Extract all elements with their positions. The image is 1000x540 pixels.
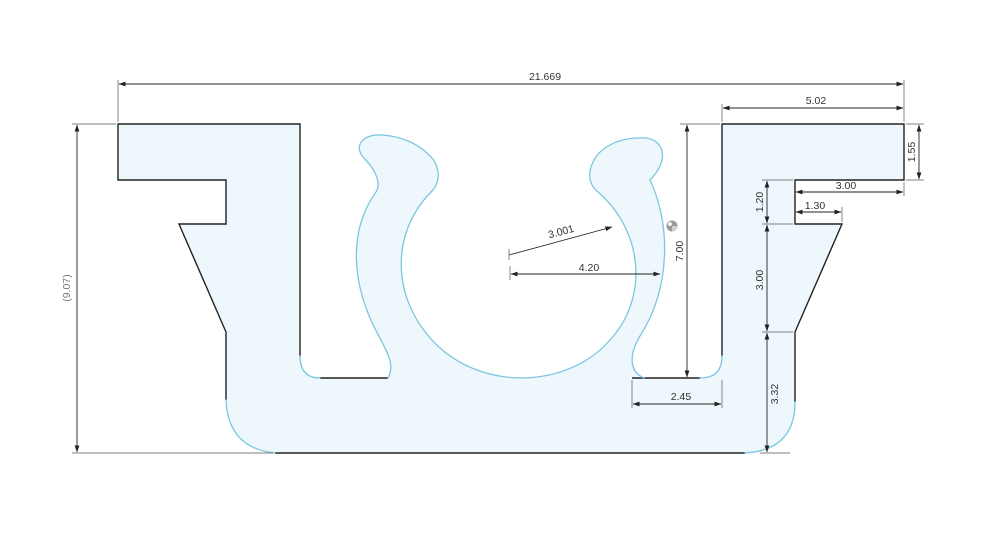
- dim-top-right-flange[interactable]: 1.55: [906, 123, 924, 181]
- dim-overall-width-label: 21.669: [529, 71, 561, 83]
- right-inner-fillet: [699, 355, 723, 379]
- extrusion-profile: [117, 123, 905, 454]
- dim-overall-height[interactable]: (9.07): [61, 123, 273, 454]
- left-inner-fillet: [299, 355, 321, 379]
- dim-notch-width[interactable]: 1.30: [795, 200, 843, 222]
- bottom-left-fillet: [225, 399, 276, 454]
- dim-radius-label: 3.001: [547, 223, 576, 241]
- dim-center-to-edge-label: 4.20: [579, 262, 600, 274]
- dim-overall-width[interactable]: 21.669: [117, 71, 905, 122]
- dim-upper-notch-depth-label: 3.00: [836, 180, 857, 192]
- dim-gap-width[interactable]: 2.45: [631, 380, 723, 408]
- left-hook-curve: [355, 134, 439, 379]
- right-outer-edge: [721, 123, 905, 402]
- dim-notch-height[interactable]: 1.20: [754, 179, 793, 225]
- left-outer-edge: [117, 123, 301, 400]
- bottom-right-fillet: [744, 401, 796, 454]
- dim-top-right-width[interactable]: 5.02: [721, 95, 904, 122]
- dim-dovetail-height-label: 3.00: [754, 270, 766, 291]
- dim-notch-width-label: 1.30: [805, 200, 826, 212]
- dim-top-right-flange-label: 1.55: [906, 142, 918, 163]
- origin-marker-icon[interactable]: [666, 220, 678, 232]
- dim-bottom-height[interactable]: 3.32: [760, 332, 790, 454]
- dim-slot-height-label: 7.00: [674, 241, 686, 262]
- profile-fill: [118, 124, 904, 453]
- clip-circle-arc: [400, 191, 637, 379]
- dim-gap-width-label: 2.45: [671, 391, 692, 403]
- dim-top-right-width-label: 5.02: [806, 95, 827, 107]
- dim-notch-height-label: 1.20: [754, 192, 766, 213]
- dim-upper-notch-depth[interactable]: 3.00: [795, 180, 905, 196]
- dim-center-to-edge[interactable]: 4.20: [509, 262, 661, 280]
- dim-bottom-height-label: 3.32: [769, 384, 781, 405]
- dim-dovetail-height[interactable]: 3.00: [754, 224, 793, 333]
- right-hook-curve: [589, 137, 666, 379]
- dim-radius[interactable]: 3.001: [508, 223, 613, 260]
- dim-overall-height-label: (9.07): [61, 274, 73, 301]
- dim-slot-height[interactable]: 7.00: [674, 123, 720, 378]
